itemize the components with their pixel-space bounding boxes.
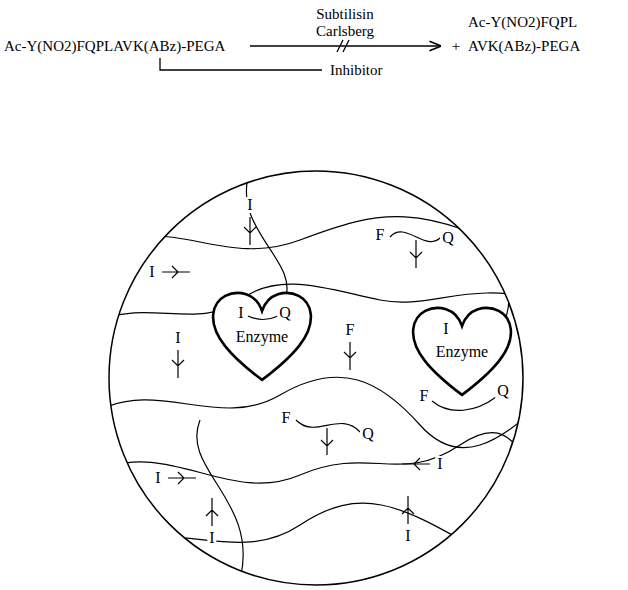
residue-letter: Q (495, 383, 511, 399)
inhibitor-label: Inhibitor (330, 62, 383, 79)
residue-letter: Q (360, 426, 376, 442)
residue-letter: I (245, 197, 254, 213)
product-formula: Ac-Y(NO2)FQPL (468, 14, 577, 31)
residue-letter: I (441, 321, 450, 337)
substrate-formula: Ac-Y(NO2)FQPLAVK(ABz)-PEGA (4, 38, 225, 55)
resin-bead (109, 171, 523, 585)
enzyme-backing (213, 293, 511, 395)
residue-letter: I (403, 528, 412, 544)
residue-letter: I (207, 530, 216, 546)
residue-letter: I (153, 470, 162, 486)
residue-letter: F (344, 322, 357, 338)
residue-letter: F (374, 227, 387, 243)
product-formula: AVK(ABz)-PEGA (468, 38, 580, 55)
residue-letter: F (418, 388, 431, 404)
enzyme-label: Enzyme (209, 288, 315, 346)
plus-sign: + (452, 38, 460, 55)
residue-letter: I (435, 456, 444, 472)
inhibitor-branches (162, 217, 496, 526)
enzyme-node: Enzyme (209, 288, 315, 382)
residue-letter: F (280, 410, 293, 426)
residue-letter: I (147, 264, 156, 280)
residue-letter: I (173, 330, 182, 346)
polymer-strands (100, 170, 540, 580)
residue-letter: Q (277, 305, 293, 321)
residue-letter: Q (440, 230, 456, 246)
enzyme-label: Enzyme (409, 303, 515, 361)
enzyme-name: Subtilisin Carlsberg (295, 6, 395, 39)
residue-letter: I (236, 305, 245, 321)
